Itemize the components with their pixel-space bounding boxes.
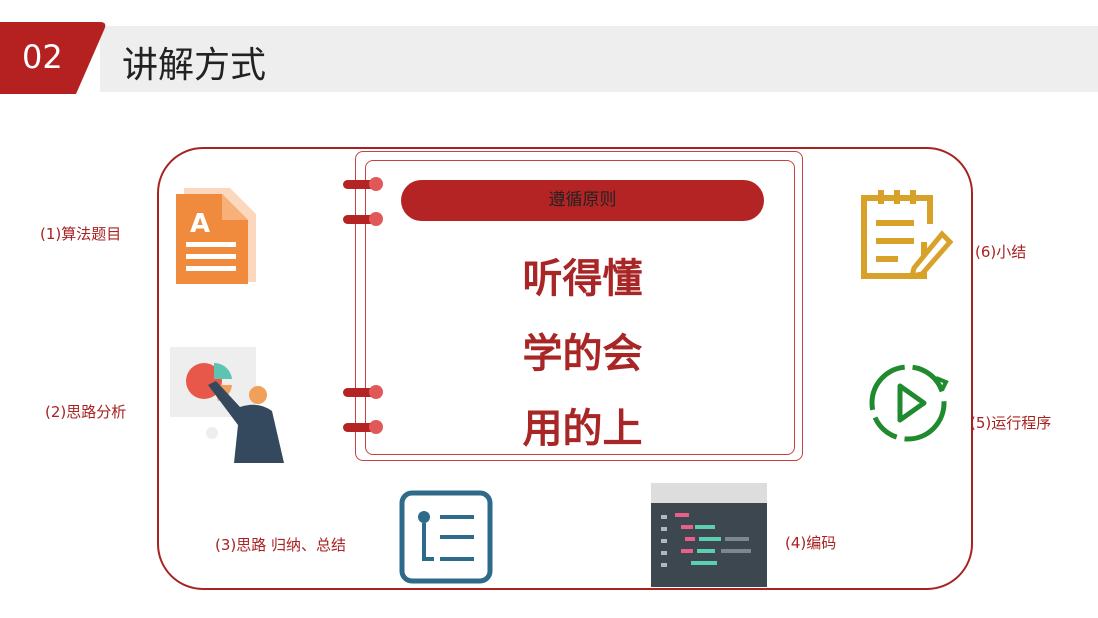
code-window-icon [651,483,767,587]
header-band [100,26,1098,92]
svg-text:A: A [190,209,210,239]
principle-banner: 遵循原则 [401,180,764,221]
notebook-ring [343,177,383,191]
play-cycle-icon [869,364,949,442]
step-label: (5)运行程序 [970,414,1052,432]
process-frame [157,147,973,590]
notebook-inner [365,160,795,455]
principle-line: 用的上 [522,406,643,452]
notepad-icon [861,190,954,280]
principle-line: 听得懂 [522,256,643,302]
notebook-ring [343,212,383,226]
step-label: (1)算法题目 [40,225,122,243]
step-label: (3)思路 归纳、总结 [215,536,347,554]
notebook-ring [343,385,383,399]
step-label: (4)编码 [785,534,837,552]
presenter-chart-icon [170,347,284,463]
step-label: (6)小结 [975,243,1027,261]
notebook-ring [343,420,383,434]
list-icon [399,490,493,584]
section-number-tab [0,22,106,94]
document-icon: A [176,188,256,284]
section-number: 02 [22,38,63,76]
step-label: (2)思路分析 [45,403,127,421]
page-title: 讲解方式 [122,45,267,86]
principle-line: 学的会 [522,331,643,377]
